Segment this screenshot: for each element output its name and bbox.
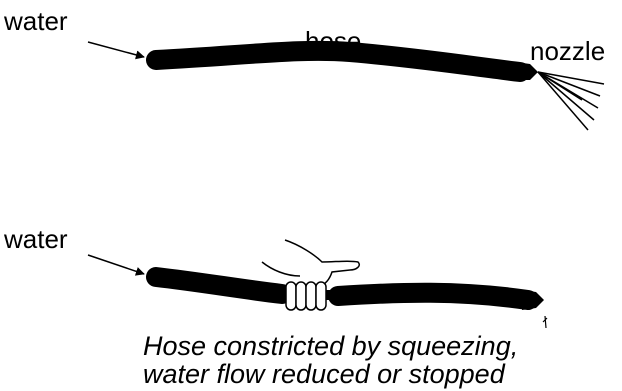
caption-line-2: water flow reduced or stopped xyxy=(143,361,505,388)
drip-mark xyxy=(543,316,547,328)
water-arrow-bottom xyxy=(88,255,144,274)
water-label-top: water xyxy=(4,8,68,34)
hose-bottom-left xyxy=(156,277,282,294)
water-label-bottom: water xyxy=(4,226,68,252)
nozzle-bottom xyxy=(522,290,544,310)
hose-label: hose xyxy=(305,28,361,54)
water-arrow-top xyxy=(88,42,144,57)
hose-bottom-right xyxy=(338,293,528,300)
caption-line-1: Hose constricted by squeezing, xyxy=(143,333,518,360)
water-spray-lines xyxy=(538,72,604,130)
nozzle-label: nozzle xyxy=(530,38,605,64)
